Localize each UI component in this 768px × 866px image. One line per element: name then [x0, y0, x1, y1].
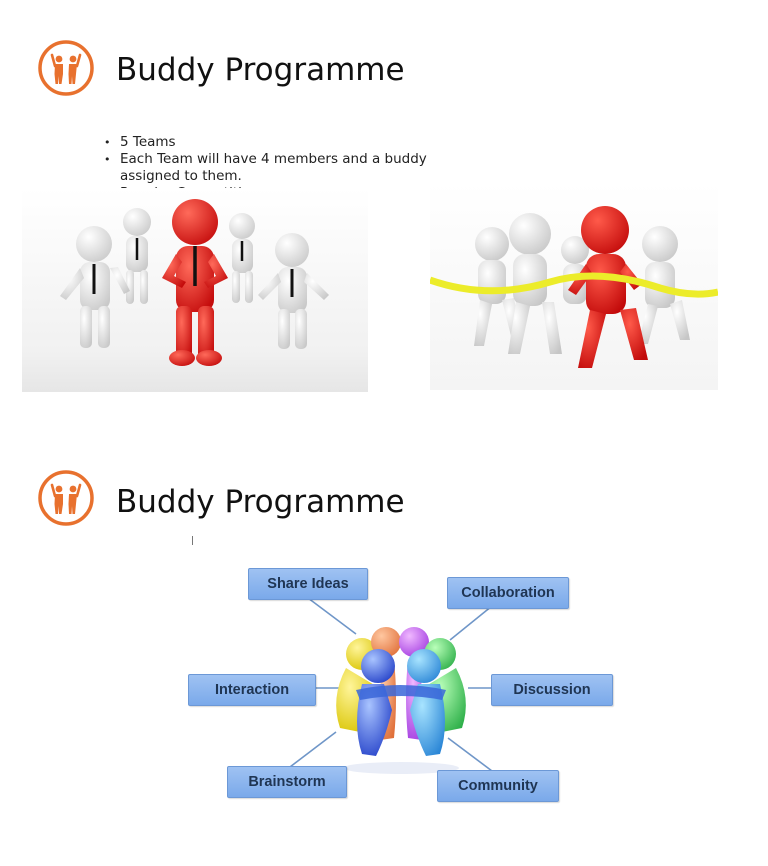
- slide-title: Buddy Programme: [116, 52, 405, 88]
- bullet-item: 5 Teams: [104, 134, 464, 151]
- people-high-five-icon: [38, 40, 94, 96]
- label-box-community: Community: [437, 770, 559, 802]
- collaboration-diagram: Share Ideas Collaboration Interaction Di…: [180, 562, 620, 812]
- label-box-collaboration: Collaboration: [447, 577, 569, 609]
- diagram-graphic: [285, 597, 497, 775]
- bullet-item: Each Team will have 4 members and a budd…: [104, 151, 464, 185]
- text-cursor-mark: [192, 536, 193, 545]
- team-leader-illustration: [22, 188, 368, 392]
- slide-title: Buddy Programme: [116, 484, 405, 520]
- slide-1: Buddy Programme 5 Teams Each Team will h…: [0, 0, 768, 420]
- label-box-brainstorm: Brainstorm: [227, 766, 347, 798]
- people-high-five-icon: [38, 470, 94, 526]
- label-box-share-ideas: Share Ideas: [248, 568, 368, 600]
- label-box-interaction: Interaction: [188, 674, 316, 706]
- label-box-discussion: Discussion: [491, 674, 613, 706]
- race-finish-illustration: [430, 182, 718, 390]
- slide-2: Buddy Programme: [0, 432, 768, 866]
